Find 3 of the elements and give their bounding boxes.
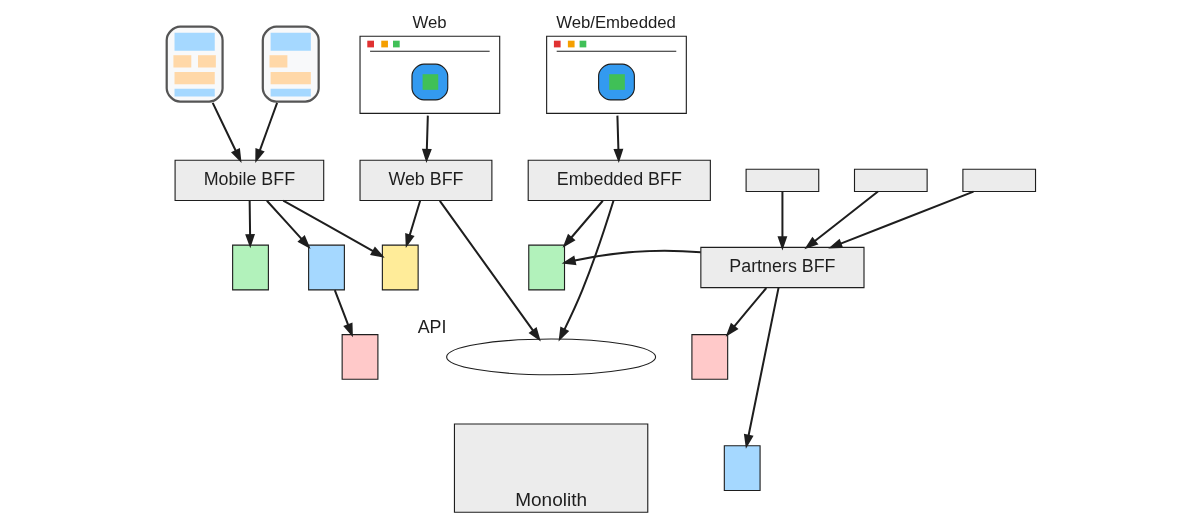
node-label: API [417,317,447,338]
node-label: Web [412,13,447,33]
node-label: Web/Embedded [556,13,676,33]
